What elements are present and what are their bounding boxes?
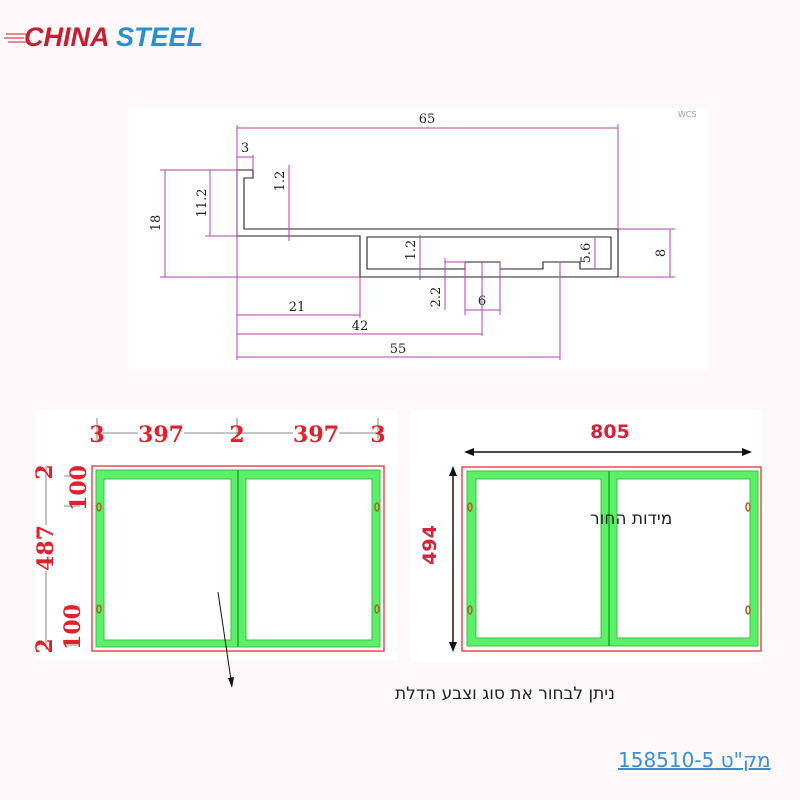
hole-width: 805 bbox=[590, 421, 630, 443]
dim-8: 8 bbox=[654, 249, 669, 257]
dim-18: 18 bbox=[149, 215, 164, 232]
dim-55: 55 bbox=[390, 342, 407, 357]
dim-side-top: 2 bbox=[32, 464, 58, 479]
dim-center-gap: 2 bbox=[229, 422, 244, 448]
hinge-icon bbox=[745, 502, 751, 512]
dim-side-bottom: 2 bbox=[32, 638, 58, 653]
dim-top-right-edge: 3 bbox=[370, 422, 385, 448]
dim-3: 3 bbox=[241, 141, 249, 156]
china-steel-logo: CHINA STEEL bbox=[4, 22, 203, 52]
dim-1-2-inner: 1.2 bbox=[404, 240, 419, 261]
door-frame bbox=[91, 465, 385, 652]
logo-word-steel: STEEL bbox=[116, 22, 203, 52]
dim-left-panel-width: 397 bbox=[138, 422, 184, 448]
hinge-icon bbox=[374, 502, 380, 512]
dim-6: 6 bbox=[478, 294, 486, 309]
hole-view: 805 494 מידות החור bbox=[410, 410, 762, 662]
dim-side-height: 487 bbox=[33, 525, 59, 571]
hinge-icon bbox=[467, 502, 473, 512]
arrow-head-icon bbox=[228, 677, 234, 688]
hinge-icon bbox=[467, 605, 473, 615]
double-arrow-icon bbox=[449, 448, 752, 652]
logo-word-china: CHINA bbox=[24, 22, 110, 52]
dim-1-2-top: 1.2 bbox=[273, 171, 288, 192]
wcs-marker: WCS bbox=[678, 110, 697, 119]
dim-11-2: 11.2 bbox=[195, 189, 210, 218]
hole-frame bbox=[461, 466, 762, 652]
hinge-icon bbox=[745, 605, 751, 615]
dim-42: 42 bbox=[352, 319, 369, 334]
top-dimensions: 3 397 2 397 3 bbox=[89, 420, 386, 448]
pointer-line bbox=[217, 591, 232, 681]
dim-5-6: 5.6 bbox=[579, 243, 594, 264]
dim-side-lower: 100 bbox=[60, 604, 86, 650]
dim-65: 65 bbox=[419, 112, 436, 127]
profile-drawing: WCS bbox=[128, 108, 708, 370]
hole-height: 494 bbox=[419, 525, 441, 565]
dim-top-left-edge: 3 bbox=[89, 422, 104, 448]
hinge-icon bbox=[374, 604, 380, 614]
hole-label: מידות החור bbox=[590, 509, 672, 529]
dim-right-panel-width: 397 bbox=[293, 422, 339, 448]
dim-21: 21 bbox=[289, 300, 306, 315]
hinge-icon bbox=[96, 604, 102, 614]
door-caption: ניתן לבחור את סוג וצבע הדלת bbox=[395, 684, 615, 704]
hinge-icon bbox=[96, 502, 102, 512]
sku-link[interactable]: מק"ט 158510-5 bbox=[618, 748, 771, 772]
dim-2-2: 2.2 bbox=[429, 287, 444, 308]
dim-side-upper: 100 bbox=[66, 465, 92, 511]
side-dimensions: 2 100 487 100 2 bbox=[32, 464, 92, 653]
door-view: 3 397 2 397 3 2 100 487 100 2 bbox=[32, 410, 398, 688]
